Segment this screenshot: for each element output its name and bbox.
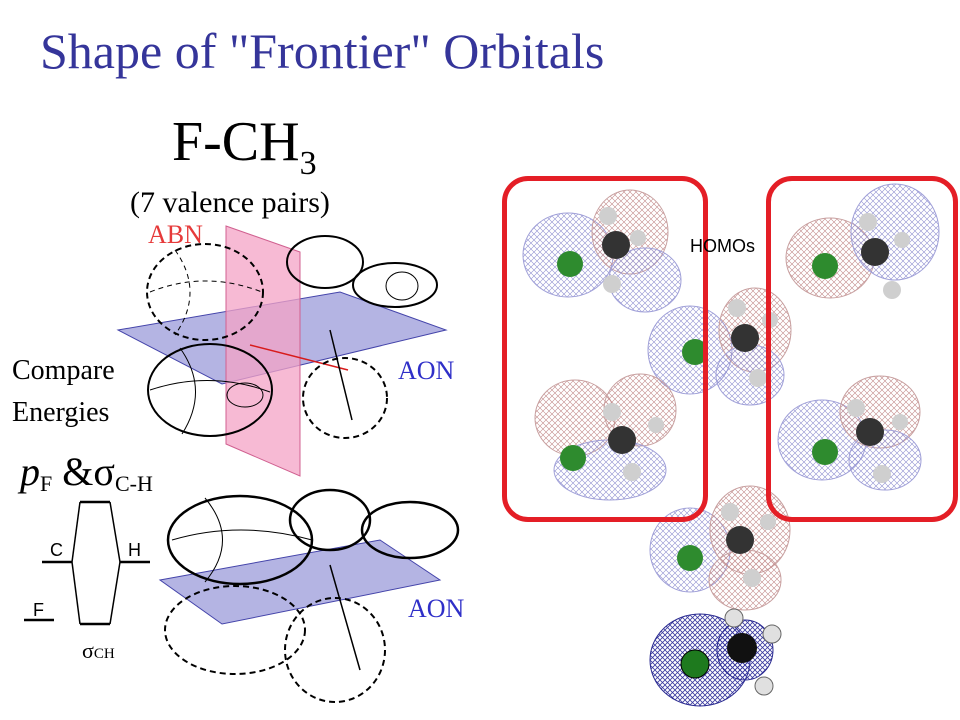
orbital-lobe-lower-left (147, 343, 273, 437)
mo-label-c: C (50, 540, 63, 560)
abn-plane (225, 225, 301, 477)
homo-molecule-7 (649, 608, 782, 707)
orbital-lobe-bottom-lower-left (164, 585, 306, 675)
orbital-lobe-right-lower (302, 357, 388, 439)
aon-label-bottom: AON (408, 594, 465, 623)
orbital-lobe-upper-left (146, 243, 264, 341)
orbital-lobe-bottom-upper (166, 494, 314, 586)
sigma-subscript: C-H (114, 471, 153, 496)
mo-sigma-symbol: σ (82, 638, 94, 663)
sigma-symbol: σ (93, 449, 115, 494)
mo-label-sigma-ch: σCH (82, 638, 115, 664)
mo-label-h: H (128, 540, 141, 560)
formula-base: F-CH (172, 111, 300, 173)
compare-line-2: Energies (12, 397, 110, 428)
p-symbol: p (20, 449, 40, 494)
abn-label: ABN (148, 220, 203, 249)
formula-subscript: 3 (299, 145, 317, 182)
aon-plane-bottom (158, 539, 442, 625)
mo-label-f: F (33, 600, 44, 620)
slide-title: Shape of "Frontier" Orbitals (40, 23, 605, 79)
orbital-lobe-right-upper (286, 235, 364, 289)
mo-sigma-subscript: CH (93, 646, 115, 662)
ampersand: & (62, 449, 94, 494)
orbital-lobe-bottom-middle (288, 488, 372, 552)
p-subscript: F (40, 471, 53, 496)
orbital-lobe-bottom-h (360, 500, 460, 560)
orbital-lobe-right-h (352, 262, 438, 308)
valence-pairs-subtitle: (7 valence pairs) (130, 186, 330, 219)
orbital-lobe-bottom-lower-right (284, 597, 386, 703)
homos-label: HOMOs (690, 236, 755, 256)
compare-line-1: Compare (12, 355, 115, 386)
aon-plane-top (116, 291, 448, 385)
homo-highlight-box-right (766, 176, 958, 522)
molecule-formula: F-CH3 (172, 110, 317, 183)
aon-label-top: AON (398, 356, 455, 385)
homo-highlight-box-left (502, 176, 708, 522)
orbital-comparison-label: pF &σC-H (20, 448, 153, 497)
